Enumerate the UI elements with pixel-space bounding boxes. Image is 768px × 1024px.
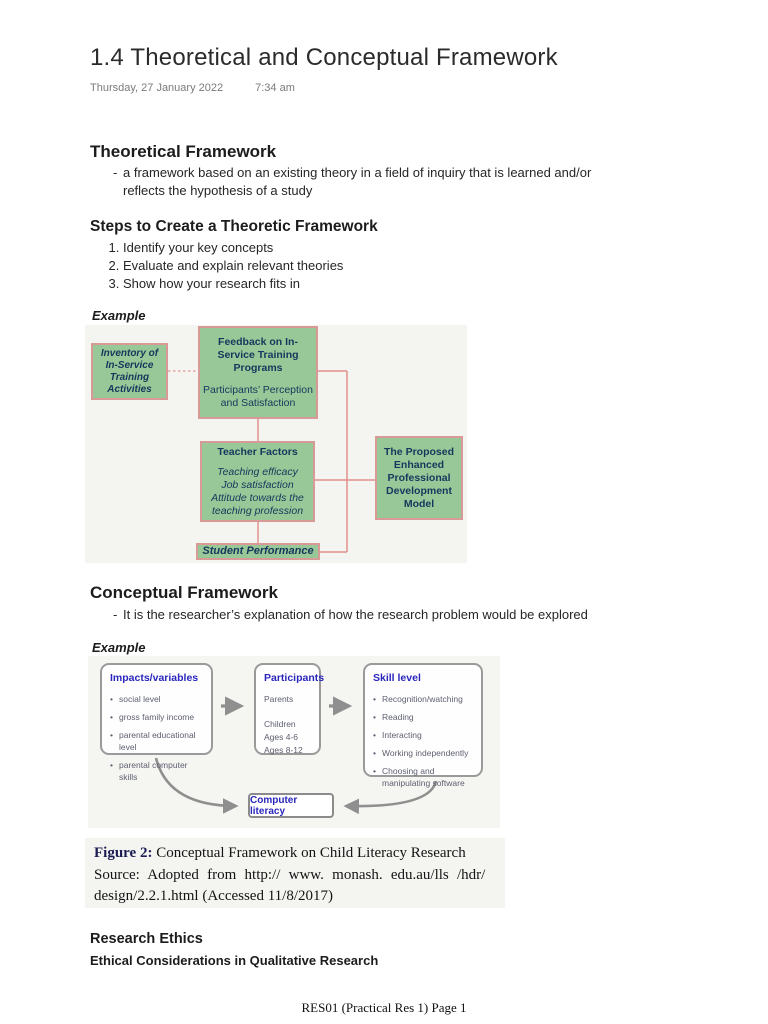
heading-ethical-considerations: Ethical Considerations in Qualitative Re… [90, 953, 379, 968]
figure-source-line1: Source: Adopted from http:// www. monash… [94, 866, 486, 883]
diagram1-connector-lines [168, 370, 375, 553]
theoretical-definition-bullet: - a framework based on an existing theor… [113, 164, 703, 200]
teacher-factor-items: Teaching efficacy Job satisfaction Attit… [211, 465, 304, 517]
example-label-1: Example [92, 308, 146, 323]
heading-research-ethics: Research Ethics [90, 931, 203, 947]
steps-list-item: Evaluate and explain relevant theories [123, 257, 343, 275]
theoretical-framework-diagram: Inventory of In-Service Training Activit… [85, 325, 467, 563]
box-teacher-factors: Teacher Factors Teaching efficacy Job sa… [200, 441, 315, 522]
figure-source-line2: design/2.2.1.html (Accessed 11/8/2017) [94, 888, 333, 904]
page-footer: RES01 (Practical Res 1) Page 1 [301, 1000, 467, 1015]
box-impacts-variables: Impacts/variables social level gross fam… [100, 663, 213, 782]
conceptual-framework-diagram: Impacts/variables social level gross fam… [88, 656, 500, 828]
spacer [264, 706, 311, 718]
page-date: Thursday, 27 January 2022 7:34 am [90, 82, 295, 94]
dash-bullet-marker: - [113, 165, 118, 180]
box-skill-level: Skill level Recognition/watching Reading… [363, 663, 483, 788]
date-text: Thursday, 27 January 2022 [90, 82, 224, 94]
time-text: 7:34 am [255, 82, 295, 94]
box-participants: Participants Parents Children Ages 4-6 A… [254, 663, 324, 755]
page-title: 1.4 Theoretical and Conceptual Framework [90, 44, 558, 71]
heading-conceptual-framework: Conceptual Framework [90, 583, 278, 602]
dash-bullet-marker: - [113, 607, 118, 622]
box-inventory-activities: Inventory of In-Service Training Activit… [91, 343, 168, 400]
figure-caption-line1: Figure 2: Conceptual Framework on Child … [94, 845, 466, 861]
box-student-performance: Student Performance [196, 543, 320, 560]
steps-list: Identify your key concepts Evaluate and … [105, 239, 343, 293]
box-feedback-programs: Feedback on In-Service Training Programs… [198, 326, 318, 419]
example-label-2: Example [92, 640, 146, 655]
conceptual-definition-text: It is the researcher’s explanation of ho… [123, 607, 588, 622]
box-proposed-model: The Proposed Enhanced Professional Devel… [375, 436, 463, 520]
heading-theoretical-framework: Theoretical Framework [90, 142, 277, 161]
heading-steps: Steps to Create a Theoretic Framework [90, 218, 378, 235]
box-computer-literacy: Computer literacy [248, 793, 334, 818]
figure-label: Figure 2: [94, 845, 153, 861]
theoretical-definition-text: a framework based on an existing theory … [123, 165, 592, 198]
figure-caption: Figure 2: Conceptual Framework on Child … [85, 838, 505, 908]
steps-list-item: Show how your research fits in [123, 275, 343, 293]
steps-list-item: Identify your key concepts [123, 239, 343, 257]
conceptual-definition-bullet: - It is the researcher’s explanation of … [113, 606, 713, 624]
